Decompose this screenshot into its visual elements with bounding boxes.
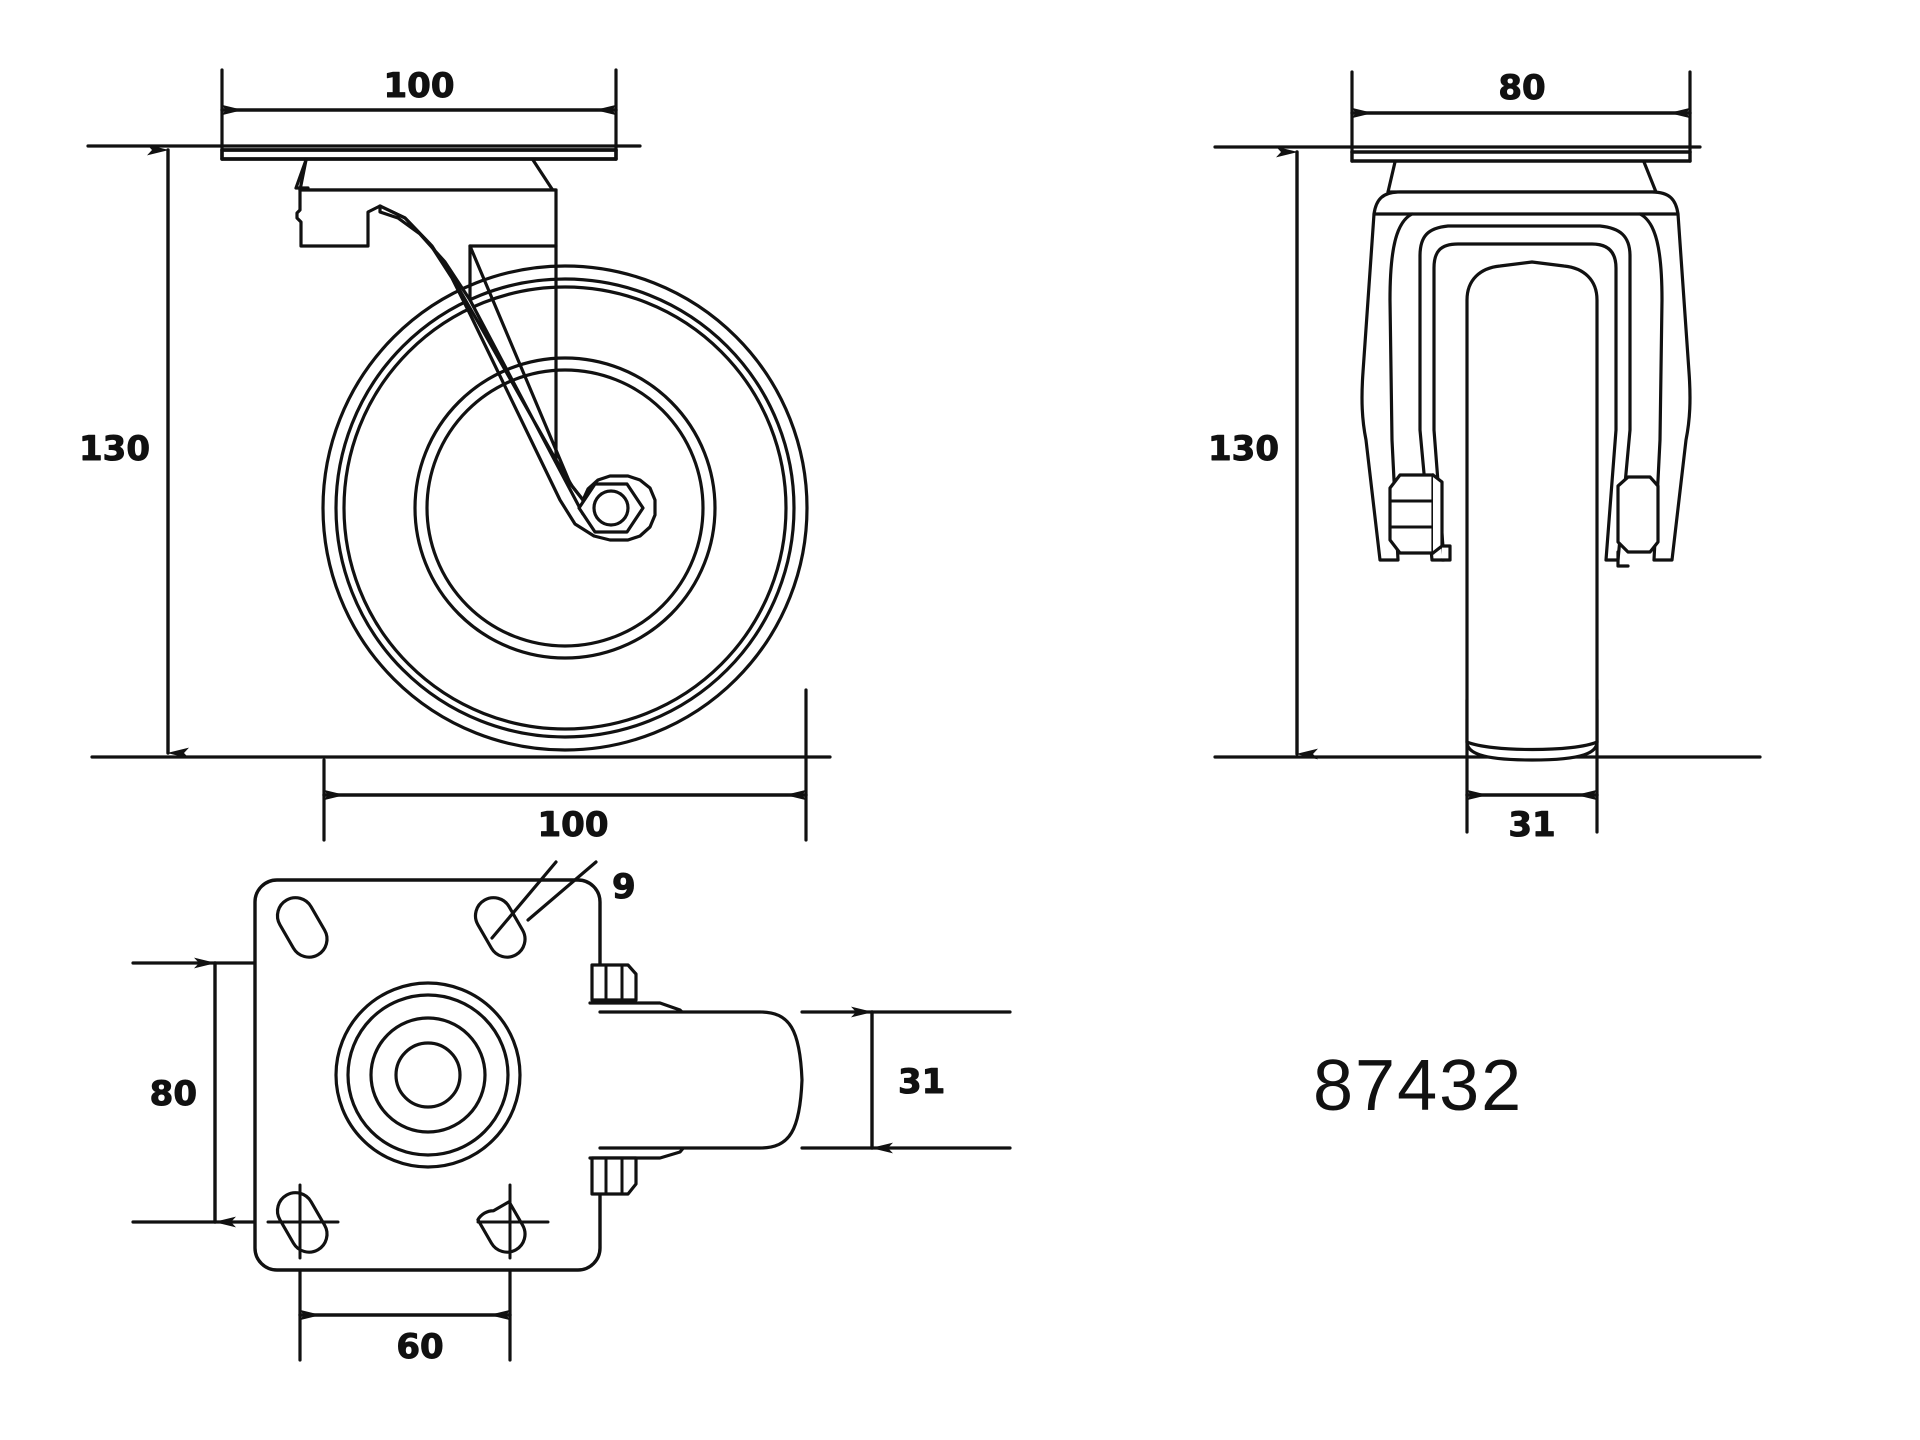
- dimension-plan-body-width: 31: [851, 1006, 946, 1154]
- dimension-front-height-label: 130: [79, 429, 150, 469]
- plan-bolt-slot-top-left: [275, 896, 329, 959]
- side-axle-nut-left: [1388, 473, 1452, 562]
- plan-swivel-body: [588, 998, 1012, 1162]
- dimension-side-height-label: 130: [1208, 429, 1279, 469]
- dimension-side-plate-width-label: 80: [1498, 68, 1545, 108]
- plan-slot-centremarks: [266, 1183, 550, 1260]
- dimension-side-wheel-width-label: 31: [1508, 805, 1555, 845]
- plan-hole-leader: 9: [490, 860, 636, 940]
- dimension-plan-hole-spacing-x-label: 60: [396, 1327, 443, 1367]
- dimension-side-height: 130: [1208, 146, 1318, 760]
- side-axle-nut-right: [1616, 475, 1660, 568]
- plan-bolt-slot-bottom-right: [476, 1200, 527, 1254]
- front-wheel: [321, 264, 809, 752]
- side-wheel: [1465, 260, 1599, 762]
- dimension-front-height: 130: [79, 144, 189, 759]
- dimension-front-wheel-diameter-label: 100: [538, 805, 609, 845]
- front-top-plate: [220, 148, 618, 161]
- dimension-front-wheel-diameter: 100: [322, 789, 808, 846]
- side-view: 80 130 31: [1208, 68, 1762, 846]
- part-number-label: 87432: [1313, 1046, 1523, 1126]
- plan-axle-nuts: [590, 963, 638, 1196]
- front-view: 100 130 100: [79, 66, 832, 846]
- dimension-plan-hole-spacing-y: 80: [149, 957, 236, 1228]
- dimension-plan-hole-spacing-y-label: 80: [150, 1074, 197, 1114]
- dimension-side-plate-width: 80: [1350, 68, 1692, 119]
- plan-view: 9 80 60 31: [131, 860, 1012, 1368]
- dimension-front-plate-width: 100: [220, 66, 618, 116]
- dimension-side-wheel-width: 31: [1465, 789, 1599, 846]
- dimension-plan-hole-dia-label: 9: [612, 867, 636, 907]
- front-swivel-raceway: [294, 158, 558, 192]
- dimension-front-plate-width-label: 100: [384, 66, 455, 106]
- side-top-plate: [1350, 150, 1692, 163]
- front-axle-nut: [577, 482, 645, 534]
- plan-kingpin: [334, 981, 522, 1169]
- dimension-plan-hole-spacing-x: 60: [298, 1309, 512, 1368]
- side-swivel-raceway: [1386, 160, 1658, 194]
- dimension-plan-body-width-label: 31: [898, 1062, 945, 1102]
